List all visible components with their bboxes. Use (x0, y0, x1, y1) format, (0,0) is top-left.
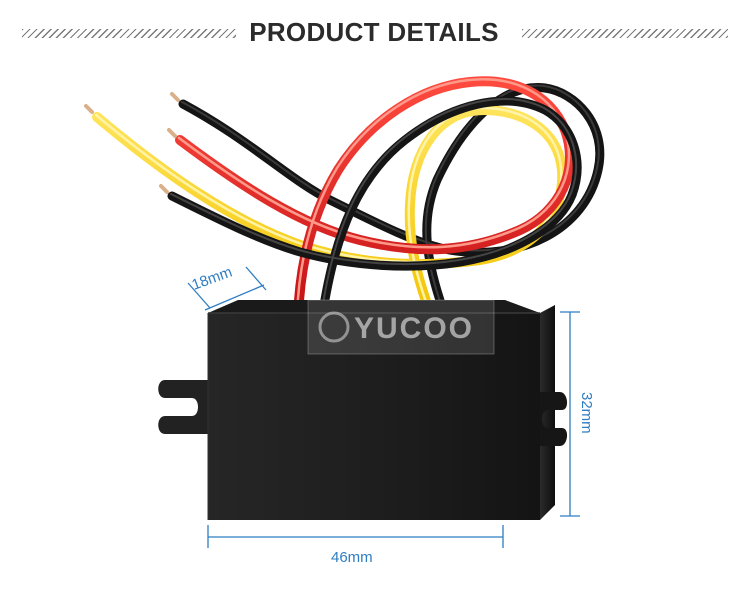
page-title: PRODUCT DETAILS (249, 17, 499, 47)
dimension-width: 46mm (207, 525, 504, 566)
section-header: PRODUCT DETAILS (0, 0, 750, 70)
brand-watermark: YUCOO (307, 299, 495, 355)
dimension-height: 32mm (560, 311, 595, 517)
watermark-brand-text: YUCOO (354, 312, 474, 345)
dimension-width-label: 46mm (331, 549, 373, 566)
converter-housing (158, 300, 568, 520)
product-image: YUCOO 18mm 32mm 46mm (0, 60, 750, 585)
dimension-depth-label: 18mm (190, 264, 235, 294)
header-hatch-left (22, 29, 236, 38)
converter-illustration: YUCOO 18mm 32mm 46mm (84, 76, 605, 566)
dimension-height-label: 32mm (578, 392, 595, 434)
wire-tips (84, 92, 180, 194)
header-hatch-right (522, 29, 728, 38)
black-wire-front (167, 96, 582, 323)
